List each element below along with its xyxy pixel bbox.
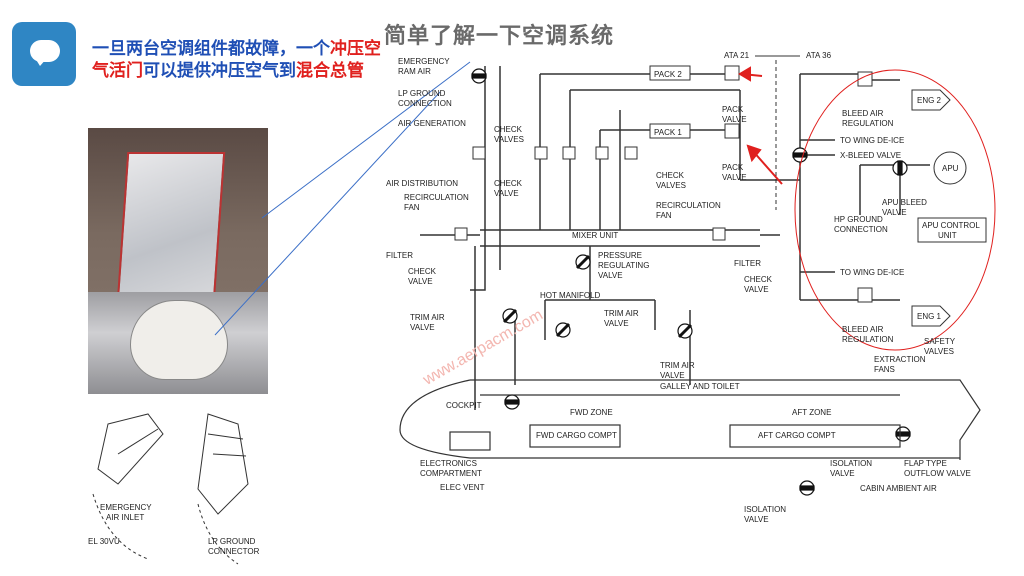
label-pack2: PACK 2 — [654, 70, 682, 79]
page-title: 简单了解一下空调系统 — [384, 24, 615, 49]
label-check-valve-right2: VALVE — [744, 285, 769, 294]
label-bleed-air-reg-bottom: BLEED AIR — [842, 325, 884, 334]
callout-part3: 可以提供冲压空气到 — [143, 61, 296, 81]
label-elec-vent: ELEC VENT — [440, 483, 485, 492]
label-recirculation-fan-right: RECIRCULATION — [656, 201, 721, 210]
label-apu-bleed: APU BLEED — [882, 198, 927, 207]
callout-part4: 混合总管 — [296, 61, 364, 81]
label-isolation-valve-lower2: VALVE — [744, 515, 769, 524]
label-check-valve-left2: VALVE — [408, 277, 433, 286]
label-lp-ground: LP GROUND — [398, 89, 446, 98]
sketch-label-el: EL 30VU — [88, 537, 120, 546]
label-to-wing-deice-bottom: TO WING DE-ICE — [840, 268, 904, 277]
label-aft-zone: AFT ZONE — [792, 408, 831, 417]
label-air-distribution: AIR DISTRIBUTION — [386, 179, 458, 188]
label-lp-ground2: CONNECTION — [398, 99, 452, 108]
highlight-ellipse — [794, 69, 996, 351]
label-check-valves-right: CHECK — [656, 171, 685, 180]
label-trim-air-mid: TRIM AIR — [604, 309, 639, 318]
label-pack-valve-1: PACK — [722, 163, 744, 172]
label-safety-valves: SAFETY — [924, 337, 956, 346]
label-bleed-air-reg-top2: REGULATION — [842, 119, 894, 128]
label-apu: APU — [942, 164, 959, 173]
label-mixer-unit: MIXER UNIT — [572, 231, 618, 240]
label-flap-type2: OUTFLOW VALVE — [904, 469, 971, 478]
label-pressure-regulating: PRESSURE — [598, 251, 642, 260]
label-check-valves-right2: VALVES — [656, 181, 686, 190]
label-check-valve-right: CHECK — [744, 275, 773, 284]
label-bleed-air-reg-top: BLEED AIR — [842, 109, 884, 118]
inlet-sketch: EMERGENCY AIR INLET LP GROUND CONNECTOR … — [88, 413, 260, 565]
label-check-valve-mid2: VALVE — [494, 189, 519, 198]
label-emergency-ram-air2: RAM AIR — [398, 67, 431, 76]
label-pack1: PACK 1 — [654, 128, 682, 137]
label-fwd-zone: FWD ZONE — [570, 408, 613, 417]
label-to-wing-deice-top: TO WING DE-ICE — [840, 136, 904, 145]
label-check-valves-top: CHECK — [494, 125, 523, 134]
callout-line-upper — [261, 61, 471, 219]
label-emergency-ram-air: EMERGENCY — [398, 57, 450, 66]
callout-part2: 冲压空气活门 — [92, 39, 381, 81]
label-bleed-air-reg-bottom2: REGULATION — [842, 335, 894, 344]
label-check-valve-left: CHECK — [408, 267, 437, 276]
label-apu-bleed2: VALVE — [882, 208, 907, 217]
label-fwd-cargo: FWD CARGO COMPT — [536, 431, 617, 440]
label-electronics2: COMPARTMENT — [420, 469, 482, 478]
label-hp-ground: HP GROUND — [834, 215, 883, 224]
label-pressure-regulating3: VALVE — [598, 271, 623, 280]
sketch-label-inlet2: AIR INLET — [106, 513, 144, 522]
label-x-bleed: X-BLEED VALVE — [840, 151, 901, 160]
label-pack-valve-2: PACK — [722, 105, 744, 114]
callout-text: 一旦两台空调组件都故障，一个冲压空气活门可以提供冲压空气到混合总管 — [92, 38, 382, 82]
label-trim-air-left: TRIM AIR — [410, 313, 445, 322]
label-fan-right: FAN — [656, 211, 672, 220]
label-aft-cargo: AFT CARGO COMPT — [758, 431, 836, 440]
callout-part1: 一旦两台空调组件都故障，一个 — [92, 39, 330, 59]
label-extraction-fans2: FANS — [874, 365, 895, 374]
label-check-valve-mid: CHECK — [494, 179, 523, 188]
label-trim-air-right2: VALVE — [660, 371, 685, 380]
label-flap-type: FLAP TYPE — [904, 459, 947, 468]
speech-bubble-tail — [35, 58, 47, 66]
label-galley-toilet: GALLEY AND TOILET — [660, 382, 740, 391]
label-isolation-valve-upper: ISOLATION — [830, 459, 872, 468]
label-recirculation-fan-left: RECIRCULATION — [404, 193, 469, 202]
label-isolation-valve-upper2: VALVE — [830, 469, 855, 478]
label-filter-left: FILTER — [386, 251, 413, 260]
label-trim-air-mid2: VALVE — [604, 319, 629, 328]
label-extraction-fans: EXTRACTION — [874, 355, 926, 364]
label-air-generation: AIR GENERATION — [398, 119, 466, 128]
label-pressure-regulating2: REGULATING — [598, 261, 649, 270]
label-safety-valves2: VALVES — [924, 347, 954, 356]
speech-bubble-icon — [30, 40, 60, 62]
label-hot-manifold: HOT MANIFOLD — [540, 291, 601, 300]
sketch-label-inlet: EMERGENCY — [100, 503, 152, 512]
label-pack-valve-1b: VALVE — [722, 173, 747, 182]
label-cockpit: COCKPIT — [446, 401, 482, 410]
sketch-label-lp: LP GROUND — [208, 537, 256, 546]
label-ata21: ATA 21 — [724, 51, 750, 60]
sketch-label-lp2: CONNECTOR — [208, 547, 260, 556]
label-cabin-ambient: CABIN AMBIENT AIR — [860, 484, 937, 493]
label-hp-ground2: CONNECTION — [834, 225, 888, 234]
pack2-box — [649, 65, 691, 81]
label-pack-valve-2b: VALVE — [722, 115, 747, 124]
label-electronics: ELECTRONICS — [420, 459, 477, 468]
callout-line-lower — [214, 91, 441, 336]
ground-connector-cover — [130, 300, 228, 380]
label-ata36: ATA 36 — [806, 51, 832, 60]
pack1-box — [649, 123, 691, 139]
label-apu-control: APU CONTROL — [922, 221, 980, 230]
label-eng2: ENG 2 — [917, 96, 942, 105]
label-trim-air-left2: VALVE — [410, 323, 435, 332]
label-check-valves-top2: VALVES — [494, 135, 524, 144]
label-isolation-valve-lower: ISOLATION — [744, 505, 786, 514]
label-trim-air-right: TRIM AIR — [660, 361, 695, 370]
label-apu-control2: UNIT — [938, 231, 957, 240]
label-fan-left: FAN — [404, 203, 420, 212]
label-eng1: ENG 1 — [917, 312, 942, 321]
label-filter-right: FILTER — [734, 259, 761, 268]
ram-air-door-photo — [88, 128, 268, 394]
